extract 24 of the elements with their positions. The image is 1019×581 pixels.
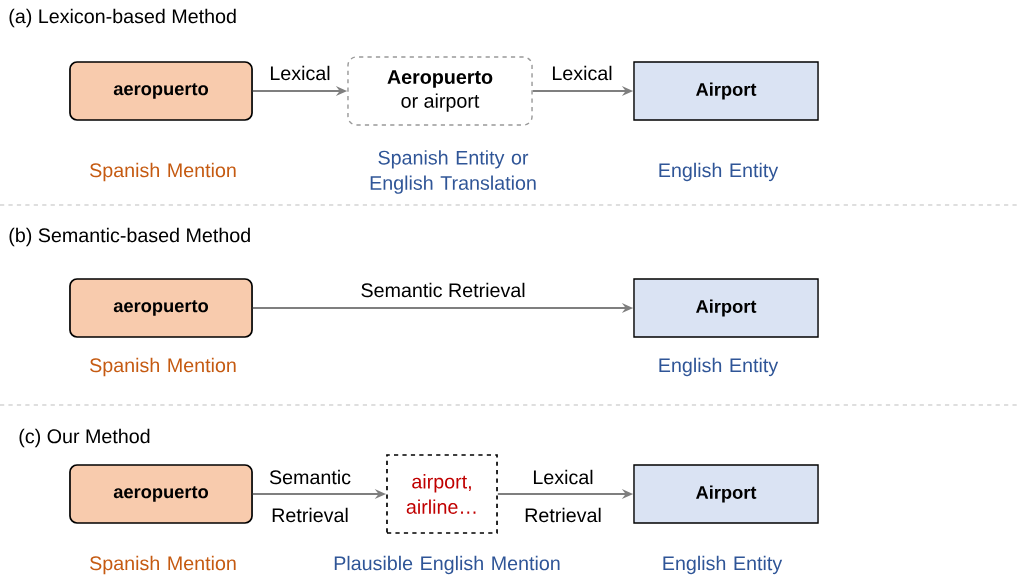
- candidate-box: airport, airline…: [386, 454, 498, 534]
- section-heading: (c) Our Method: [19, 428, 150, 448]
- node-caption: Spanish Mention: [90, 555, 236, 575]
- node-caption: Plausible English Mention: [334, 555, 560, 575]
- node-caption: English Entity: [663, 555, 783, 575]
- entity-box: Airport: [633, 464, 819, 524]
- node-caption: Spanish Entity or English Translation: [370, 150, 536, 194]
- edge-label: Semantic Retrieval: [359, 281, 528, 299]
- node-caption: Spanish Mention: [90, 162, 236, 182]
- entity-box: Airport: [633, 61, 819, 121]
- edge-label: Lexical: [549, 64, 615, 82]
- edge-label: Semantic Retrieval: [269, 469, 351, 523]
- section-heading: (b) Semantic-based Method: [9, 227, 250, 247]
- node-caption: English Entity: [659, 162, 779, 182]
- entity-box: Airport: [633, 278, 819, 338]
- mention-box: aeropuerto: [69, 464, 253, 524]
- node-caption: Spanish Mention: [90, 357, 236, 377]
- mention-box: aeropuerto: [69, 61, 253, 121]
- edge-label: Lexical: [267, 64, 333, 82]
- node-caption: English Entity: [659, 357, 779, 377]
- section-heading: (a) Lexicon-based Method: [9, 8, 236, 28]
- mention-box: aeropuerto: [69, 278, 253, 338]
- edge-label: Lexical Retrieval: [525, 469, 601, 523]
- candidate-box: Aeropuerto or airport: [347, 56, 533, 126]
